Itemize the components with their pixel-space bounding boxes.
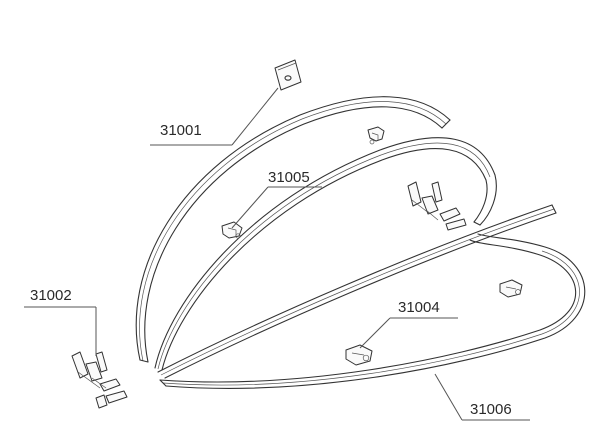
mounting-plate [274,59,302,91]
label-31004: 31004 [398,299,440,316]
label-31006: 31006 [470,401,512,418]
clip-31005 [221,221,243,239]
clip-top [367,126,385,145]
long-blade [157,204,557,379]
middle-arc-frame [154,137,497,371]
hinge-assembly-right [407,181,467,231]
label-31001: 31001 [160,122,202,139]
label-31002: 31002 [30,287,72,304]
bottom-curved-frame [159,233,586,389]
outer-arc-frame [135,96,451,363]
label-31005: 31005 [268,169,310,186]
clip-31004 [345,344,373,366]
clip-right [499,279,523,298]
leader-lines [24,87,530,421]
hinge-assembly-left [71,351,128,409]
